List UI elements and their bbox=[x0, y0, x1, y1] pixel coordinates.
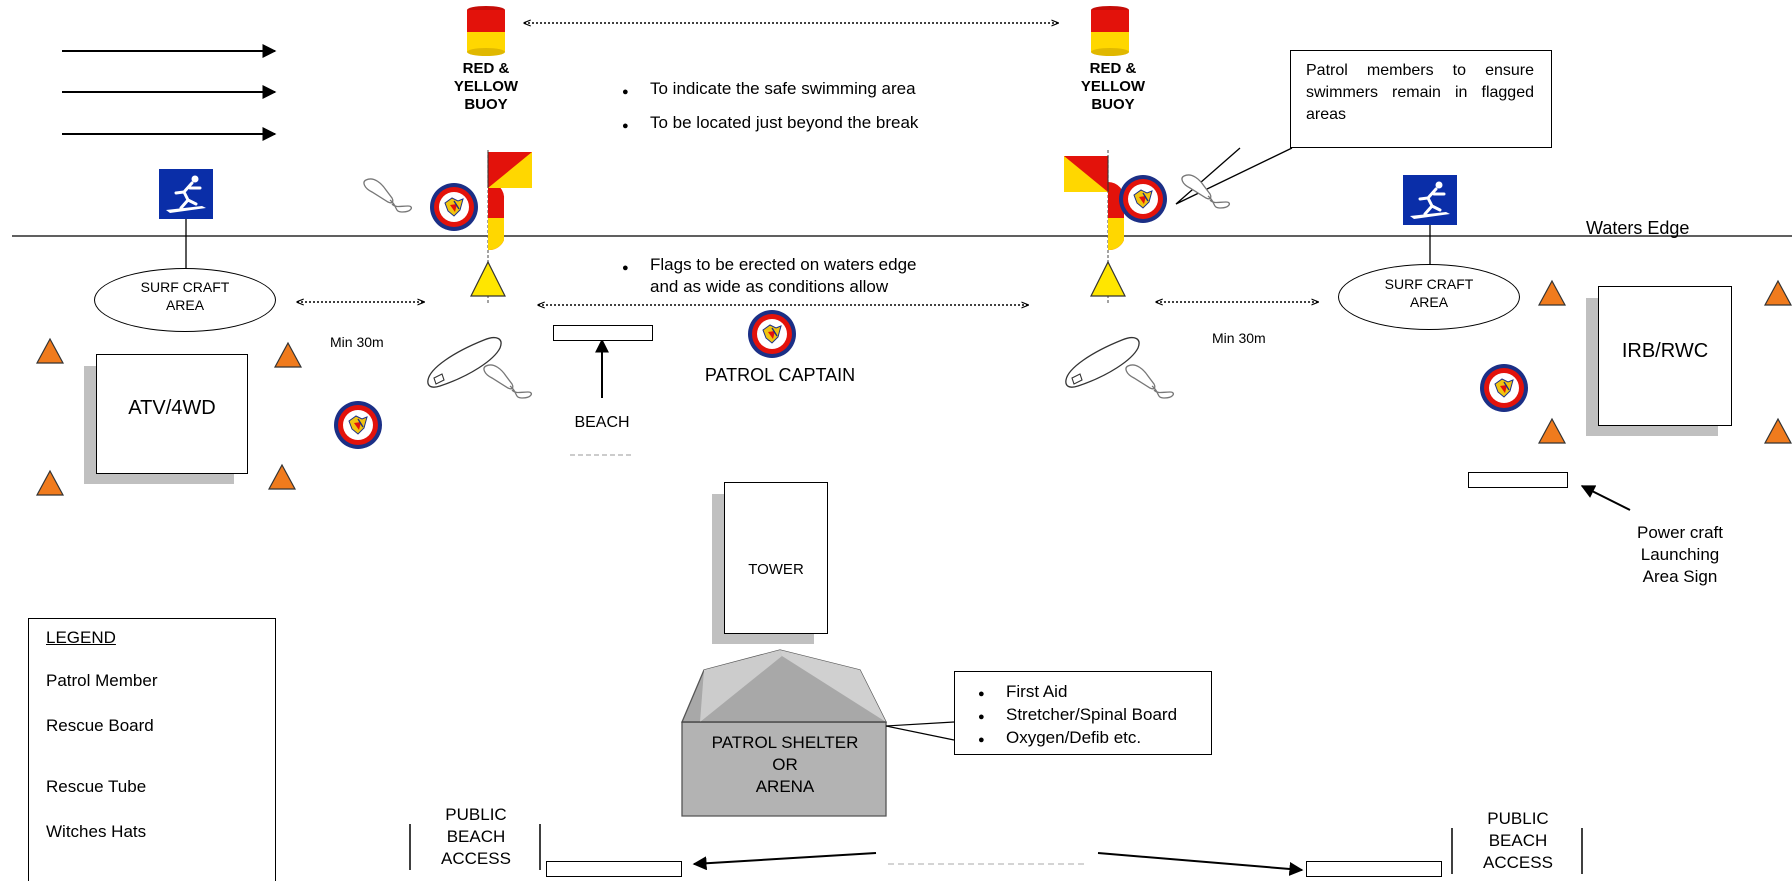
patrol-member-icon bbox=[333, 400, 383, 450]
patrol-shelter bbox=[681, 649, 888, 817]
right-buoy-icon bbox=[1091, 6, 1129, 56]
rescue-board-icon bbox=[1065, 336, 1140, 388]
buoy-notes: To indicate the safe swimming area To be… bbox=[618, 72, 918, 143]
label-line: Power craft bbox=[1637, 523, 1723, 542]
min-distance-label: Min 30m bbox=[330, 334, 384, 350]
label-line: PATROL SHELTER bbox=[711, 733, 859, 752]
right-buoy-label: RED & YELLOW BUOY bbox=[1063, 60, 1163, 114]
public-access-sign-left bbox=[546, 861, 682, 877]
public-access-sign-right bbox=[1306, 861, 1442, 877]
waters-edge-label: Waters Edge bbox=[1586, 218, 1690, 238]
atv-area bbox=[96, 354, 248, 474]
shelter-item: Oxygen/Defib etc. bbox=[974, 726, 1177, 752]
min-distance-label: Min 30m bbox=[1212, 330, 1266, 346]
legend-item: Patrol Member bbox=[46, 671, 158, 690]
rescue-tube-icon bbox=[483, 364, 533, 399]
patrol-member-icon bbox=[747, 309, 797, 359]
witches-hat-icon bbox=[1764, 280, 1792, 306]
buoy-note: To indicate the safe swimming area bbox=[618, 72, 918, 109]
patrol-callout-text: Patrol members to ensure swimmers remain… bbox=[1306, 62, 1534, 123]
patrol-member-icon bbox=[429, 182, 479, 232]
rescue-tube-icon bbox=[363, 178, 413, 213]
surf-craft-area-left bbox=[94, 268, 276, 332]
flag-note-item: Flags to be erected on waters edge and a… bbox=[618, 254, 917, 298]
right-flag-icon bbox=[1063, 155, 1109, 193]
witches-hat-icon bbox=[1538, 280, 1566, 306]
legend-item: Rescue Board bbox=[46, 716, 154, 735]
beach-sign-label: BEACH bbox=[574, 414, 630, 431]
label-line: BEACH bbox=[446, 827, 506, 846]
public-access-right: PUBLIC BEACH ACCESS bbox=[1458, 808, 1578, 874]
label-line: PUBLIC bbox=[1487, 809, 1549, 828]
label-line: AREA bbox=[1409, 294, 1449, 310]
atv-label: ATV/4WD bbox=[128, 397, 216, 419]
rescue-tube-icon bbox=[1125, 364, 1175, 399]
current-direction-arrows bbox=[62, 44, 277, 141]
legend-box bbox=[28, 618, 276, 881]
witches-hat-icon bbox=[36, 470, 64, 496]
buoy-label-line: RED & bbox=[462, 60, 510, 77]
label-line: Launching bbox=[1640, 545, 1720, 564]
label-line: Area Sign bbox=[1642, 567, 1718, 586]
irb-area bbox=[1598, 286, 1732, 426]
label-line: ACCESS bbox=[1483, 853, 1553, 872]
left-flag-icon bbox=[487, 151, 533, 189]
witches-hat-icon bbox=[1764, 418, 1792, 444]
witches-hat-icon bbox=[1538, 418, 1566, 444]
tower-label: TOWER bbox=[748, 561, 804, 578]
surfer-sign-icon bbox=[157, 167, 215, 221]
patrol-callout-box bbox=[1290, 50, 1552, 148]
label-line: PUBLIC bbox=[445, 805, 507, 824]
legend-title: LEGEND bbox=[46, 628, 116, 647]
irb-label: IRB/RWC bbox=[1621, 340, 1709, 362]
legend-item: Rescue Tube bbox=[46, 777, 147, 796]
public-access-left: PUBLIC BEACH ACCESS bbox=[416, 804, 536, 870]
witches-hat-icon bbox=[268, 464, 296, 490]
buoy-label-line: BUOY bbox=[1091, 96, 1135, 113]
flag-note-line: Flags to be erected on waters edge bbox=[650, 255, 917, 274]
patrol-captain-label: PATROL CAPTAIN bbox=[704, 365, 856, 385]
label-line: OR bbox=[772, 755, 798, 774]
buoy-label-line: YELLOW bbox=[1080, 78, 1146, 95]
legend-item: Witches Hats bbox=[46, 822, 147, 841]
label-line: ACCESS bbox=[441, 849, 511, 868]
buoy-label-line: BUOY bbox=[464, 96, 508, 113]
power-craft-label: Power craft Launching Area Sign bbox=[1600, 522, 1760, 588]
power-craft-sign bbox=[1468, 472, 1568, 488]
surf-craft-area-label: SURF CRAFT AREA bbox=[1338, 275, 1520, 311]
flag-note: Flags to be erected on waters edge and a… bbox=[618, 254, 917, 298]
shelter-items: First Aid Stretcher/Spinal Board Oxygen/… bbox=[974, 680, 1177, 752]
left-buoy-label: RED & YELLOW BUOY bbox=[436, 60, 536, 114]
label-line: SURF CRAFT bbox=[140, 279, 230, 295]
left-buoy-icon bbox=[467, 6, 505, 56]
buoy-note: To be located just beyond the break bbox=[618, 106, 918, 143]
surf-craft-area-label: SURF CRAFT AREA bbox=[94, 278, 276, 314]
label-line: SURF CRAFT bbox=[1384, 276, 1474, 292]
tower bbox=[724, 482, 828, 634]
flag-note-line: and as wide as conditions allow bbox=[650, 277, 889, 296]
patrol-member-icon bbox=[1479, 363, 1529, 413]
patrol-member-icon bbox=[1118, 174, 1168, 224]
buoy-label-line: RED & bbox=[1089, 60, 1137, 77]
buoy-label-line: YELLOW bbox=[453, 78, 519, 95]
shelter-item: First Aid bbox=[974, 680, 1177, 706]
shelter-item: Stretcher/Spinal Board bbox=[974, 703, 1177, 729]
label-line: ARENA bbox=[755, 777, 815, 796]
beach-sign bbox=[553, 325, 653, 341]
surf-craft-area-right bbox=[1338, 264, 1520, 330]
shelter-label: PATROL SHELTER OR ARENA bbox=[682, 732, 888, 798]
label-line: BEACH bbox=[1488, 831, 1548, 850]
label-line: AREA bbox=[165, 297, 205, 313]
witches-hat-icon bbox=[274, 342, 302, 368]
witches-hat-icon bbox=[36, 338, 64, 364]
surfer-sign-icon bbox=[1401, 173, 1459, 227]
rescue-board-icon bbox=[427, 336, 502, 388]
